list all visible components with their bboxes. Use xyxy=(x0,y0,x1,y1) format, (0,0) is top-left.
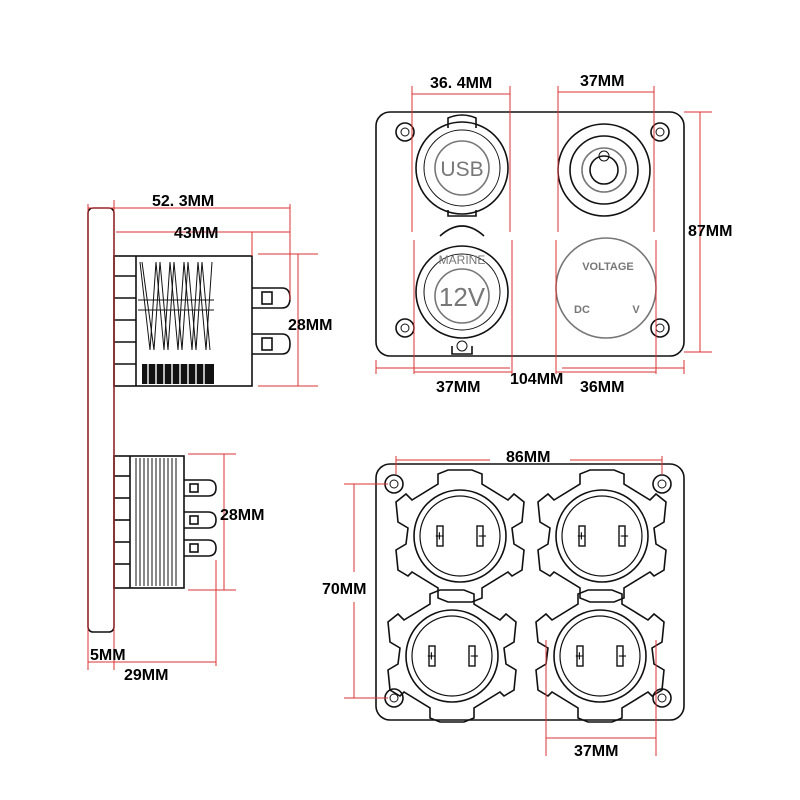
plus-label: + xyxy=(577,528,586,545)
usb-label: USB xyxy=(440,158,483,181)
mount-hole xyxy=(395,318,415,338)
dim-side-panel-thickness: 5MM xyxy=(90,647,126,664)
minus-label: − xyxy=(618,648,627,665)
mount-hole xyxy=(650,318,670,338)
plus-label: + xyxy=(427,648,436,665)
rear-cap-top-left: + − xyxy=(395,469,525,603)
rear-dimension-lines xyxy=(344,456,663,756)
rear-cap-bottom-right: + − xyxy=(535,589,665,723)
dim-cap-width: 37MM xyxy=(574,743,618,760)
dim-usb-width: 36. 4MM xyxy=(430,75,492,92)
dim-socket-width: 37MM xyxy=(436,379,480,396)
side-top-ribs xyxy=(114,256,137,386)
dim-side-body-depth: 43MM xyxy=(174,225,218,242)
side-top-terminals xyxy=(252,287,291,355)
twelve-v-label: 12V xyxy=(439,282,486,312)
minus-label: − xyxy=(470,648,479,665)
side-bottom-terminals xyxy=(184,479,217,557)
side-bottom-thread xyxy=(135,458,177,586)
minus-label: − xyxy=(620,528,629,545)
dim-voltmeter-width: 36MM xyxy=(580,379,624,396)
dim-panel-height: 87MM xyxy=(688,223,732,240)
twelve-volt-socket: MARINE 12V xyxy=(415,225,509,355)
mount-hole xyxy=(650,122,670,142)
dim-panel-width: 104MM xyxy=(510,371,563,388)
dc-label: DC xyxy=(574,304,590,316)
mount-hole xyxy=(395,122,415,142)
side-view: 52. 3MM 43MM 28MM 28MM 5MM 29MM xyxy=(87,193,332,684)
dim-switch-width: 37MM xyxy=(580,73,624,90)
dim-side-top-terminal-height: 28MM xyxy=(288,317,332,334)
dim-side-total-depth: 52. 3MM xyxy=(152,193,214,210)
front-dimension-lines xyxy=(375,86,712,374)
mount-hole xyxy=(652,474,672,494)
side-dimension-lines xyxy=(87,200,318,670)
side-top-black-band xyxy=(142,364,214,384)
rocker-switch xyxy=(557,123,651,217)
dim-side-bottom-terminal-height: 28MM xyxy=(220,507,264,524)
minus-label: − xyxy=(478,528,487,545)
rear-cap-bottom-left: + − xyxy=(387,589,517,723)
rear-panel-plate xyxy=(375,463,685,721)
rear-view-panel: + − + − + − + − xyxy=(322,449,685,760)
dim-hole-spacing-y: 70MM xyxy=(322,581,366,598)
plus-label: + xyxy=(435,528,444,545)
front-panel-plate xyxy=(375,111,685,357)
plus-label: + xyxy=(575,648,584,665)
rear-cap-top-right: + − xyxy=(537,469,667,603)
usb-socket: USB xyxy=(415,114,509,217)
side-panel-plate xyxy=(87,207,115,633)
voltmeter: VOLTAGE DC V xyxy=(555,237,657,339)
dim-side-bottom-depth: 29MM xyxy=(124,667,168,684)
v-label: V xyxy=(632,304,640,316)
voltage-label: VOLTAGE xyxy=(582,261,634,273)
dim-hole-spacing-x: 86MM xyxy=(506,449,550,466)
front-view-panel: USB MARINE 12V VOLTAGE DC V xyxy=(375,73,732,396)
marine-label: MARINE xyxy=(439,253,486,267)
side-top-thread xyxy=(138,261,214,351)
